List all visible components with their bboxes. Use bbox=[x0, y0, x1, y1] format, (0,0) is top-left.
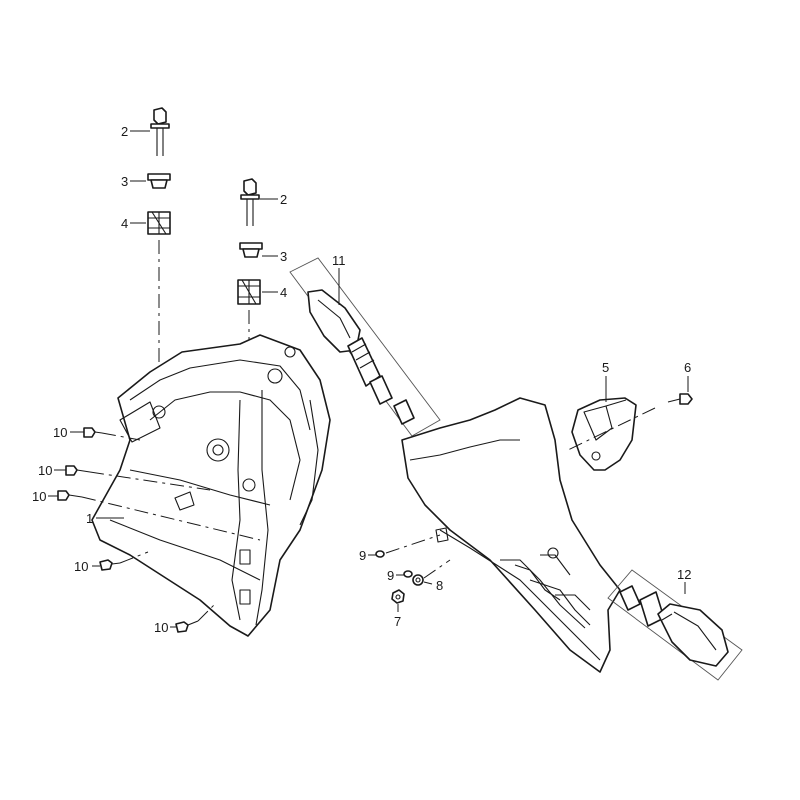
callout-4-right: 4 bbox=[280, 285, 287, 300]
part-11-group bbox=[289, 257, 441, 437]
callout-5: 5 bbox=[602, 360, 609, 375]
callout-10-b: 10 bbox=[38, 463, 52, 478]
callout-1: 1 bbox=[86, 511, 93, 526]
screw-10-d bbox=[99, 559, 121, 571]
callout-10-e: 10 bbox=[154, 620, 168, 635]
bolt-2-right bbox=[240, 178, 260, 226]
washer-3-left bbox=[147, 173, 171, 189]
nut-8 bbox=[412, 574, 424, 586]
callout-10-d: 10 bbox=[74, 559, 88, 574]
nut-7 bbox=[391, 589, 405, 604]
callout-6: 6 bbox=[684, 360, 691, 375]
part-12-group bbox=[607, 569, 743, 681]
callout-8: 8 bbox=[436, 578, 443, 593]
callout-12: 12 bbox=[677, 567, 691, 582]
callout-2-left: 2 bbox=[121, 124, 128, 139]
holder-5 bbox=[571, 397, 637, 471]
callout-3-left: 3 bbox=[121, 174, 128, 189]
callout-11: 11 bbox=[332, 253, 346, 268]
callout-9-a: 9 bbox=[359, 548, 366, 563]
screw-10-b bbox=[65, 465, 91, 476]
leader-lines bbox=[48, 130, 689, 628]
screw-10-c bbox=[57, 490, 83, 501]
callout-2-right: 2 bbox=[280, 192, 287, 207]
callout-4-left: 4 bbox=[121, 216, 128, 231]
callout-3-right: 3 bbox=[280, 249, 287, 264]
grommet-4-left bbox=[147, 211, 171, 235]
screw-10-a bbox=[83, 427, 103, 438]
callout-labels: 2 3 4 2 3 4 11 5 6 10 10 10 1 10 10 9 9 … bbox=[32, 124, 691, 635]
screw-10-e bbox=[175, 620, 199, 633]
housing bbox=[401, 397, 621, 673]
washer-3-right bbox=[239, 242, 263, 258]
callout-10-a: 10 bbox=[53, 425, 67, 440]
screw-6 bbox=[667, 393, 693, 405]
callout-10-c: 10 bbox=[32, 489, 46, 504]
washer-9-a bbox=[375, 550, 385, 558]
grommet-4-right bbox=[237, 279, 261, 305]
washer-9-b bbox=[403, 570, 413, 578]
callout-9-b: 9 bbox=[387, 568, 394, 583]
bracket-1 bbox=[91, 334, 331, 637]
bolt-2-left bbox=[150, 107, 170, 156]
callout-7: 7 bbox=[394, 614, 401, 629]
